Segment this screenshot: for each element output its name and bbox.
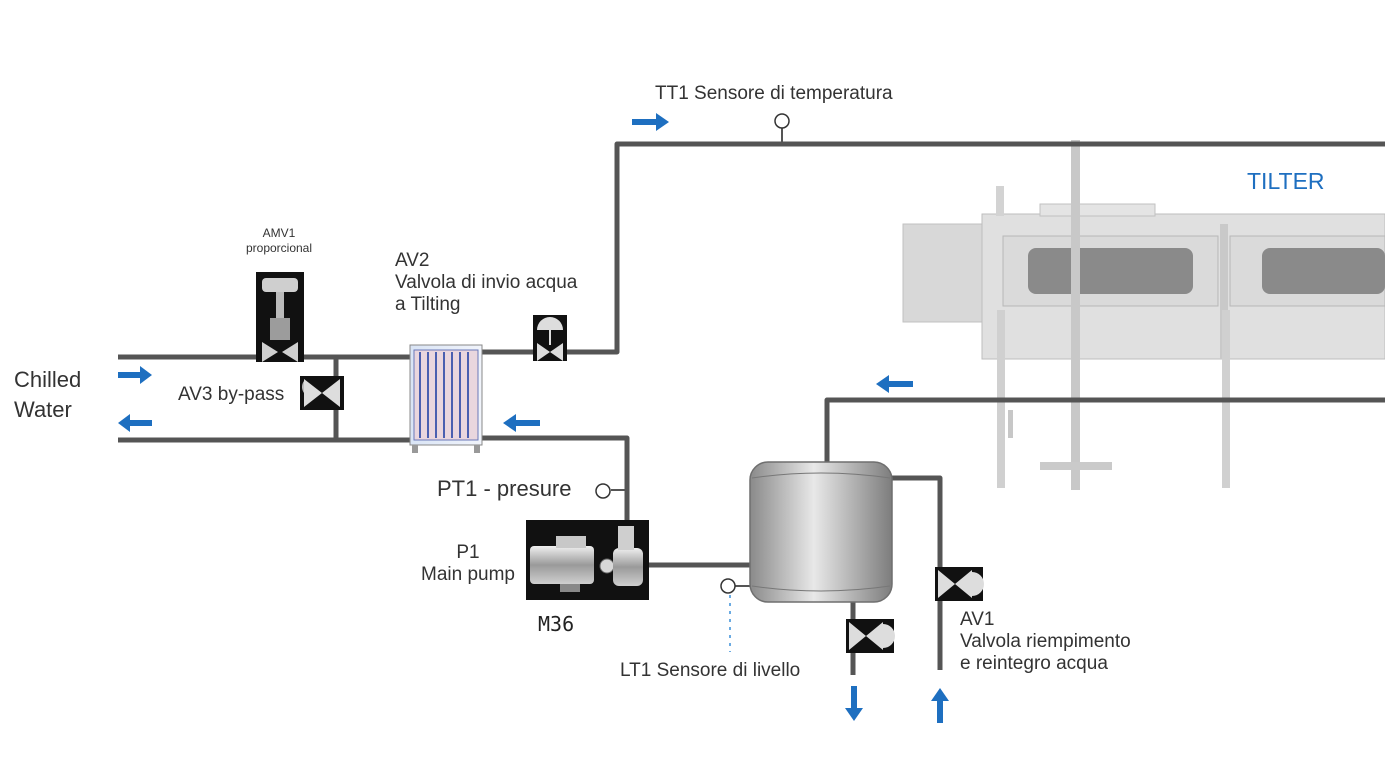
arrow-icon xyxy=(876,375,913,393)
pt1-label: PT1 - presure xyxy=(437,476,572,501)
storage-tank xyxy=(749,461,893,603)
tt1-label: TT1 Sensore di temperatura xyxy=(655,83,893,104)
tt1-sensor-icon xyxy=(774,113,790,129)
heat-exchanger xyxy=(409,344,483,453)
pipe-fill xyxy=(890,475,943,670)
pipe-return-hx xyxy=(478,435,630,525)
av3-valve-icon[interactable] xyxy=(300,376,344,410)
lt1-sensor-icon xyxy=(720,578,736,594)
pipe-tilter-return xyxy=(824,397,1385,462)
tilter-machine xyxy=(902,140,1385,490)
chilled-water-label: Chilled Water xyxy=(14,367,82,422)
arrow-icon xyxy=(845,686,863,721)
tilter-label: TILTER xyxy=(1247,168,1325,194)
arrow-icon xyxy=(632,113,669,131)
m36-label: M36 xyxy=(538,612,575,636)
av3-label: AV3 by-pass xyxy=(178,384,285,405)
main-pump[interactable] xyxy=(526,520,649,600)
arrow-icon xyxy=(503,414,540,432)
pt1-sensor-icon xyxy=(595,483,611,499)
amv1-label: AMV1 proporcional xyxy=(245,226,313,255)
p1-label: P1 Main pump xyxy=(421,542,515,585)
lt1-label: LT1 Sensore di livello xyxy=(620,660,801,681)
av1-valve-icon[interactable] xyxy=(935,567,984,601)
arrow-icon xyxy=(931,688,949,723)
av2-valve-icon[interactable] xyxy=(533,315,567,361)
amv1-valve-icon[interactable] xyxy=(256,272,304,362)
arrow-icon xyxy=(118,366,152,384)
drain-valve-icon[interactable] xyxy=(846,619,895,653)
av1-label: AV1 Valvola riempimento e reintegro acqu… xyxy=(960,609,1131,674)
av2-label: AV2 Valvola di invio acqua a Tilting xyxy=(395,250,578,315)
arrow-icon xyxy=(118,414,152,432)
